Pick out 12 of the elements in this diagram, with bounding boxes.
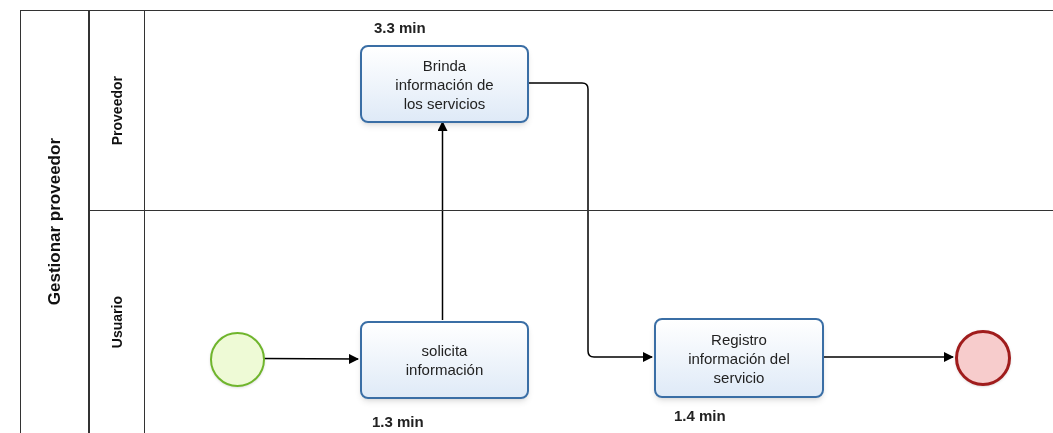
sequence-arrow [437, 121, 448, 321]
duration-label: 1.3 min [372, 412, 424, 432]
duration-label: 3.3 min [374, 18, 426, 38]
label-text: Registro información del servicio [687, 329, 791, 387]
pool [20, 10, 1053, 433]
label-text: Gestionar proveedor [43, 138, 65, 306]
label-text: Usuario [107, 296, 126, 349]
label-text: Proveedor [107, 75, 126, 146]
swimlane [89, 11, 1053, 211]
duration-label: 1.4 min [674, 406, 726, 426]
label-text: solicita información [404, 341, 485, 379]
label-text: Brinda información de los servicios [394, 55, 495, 113]
